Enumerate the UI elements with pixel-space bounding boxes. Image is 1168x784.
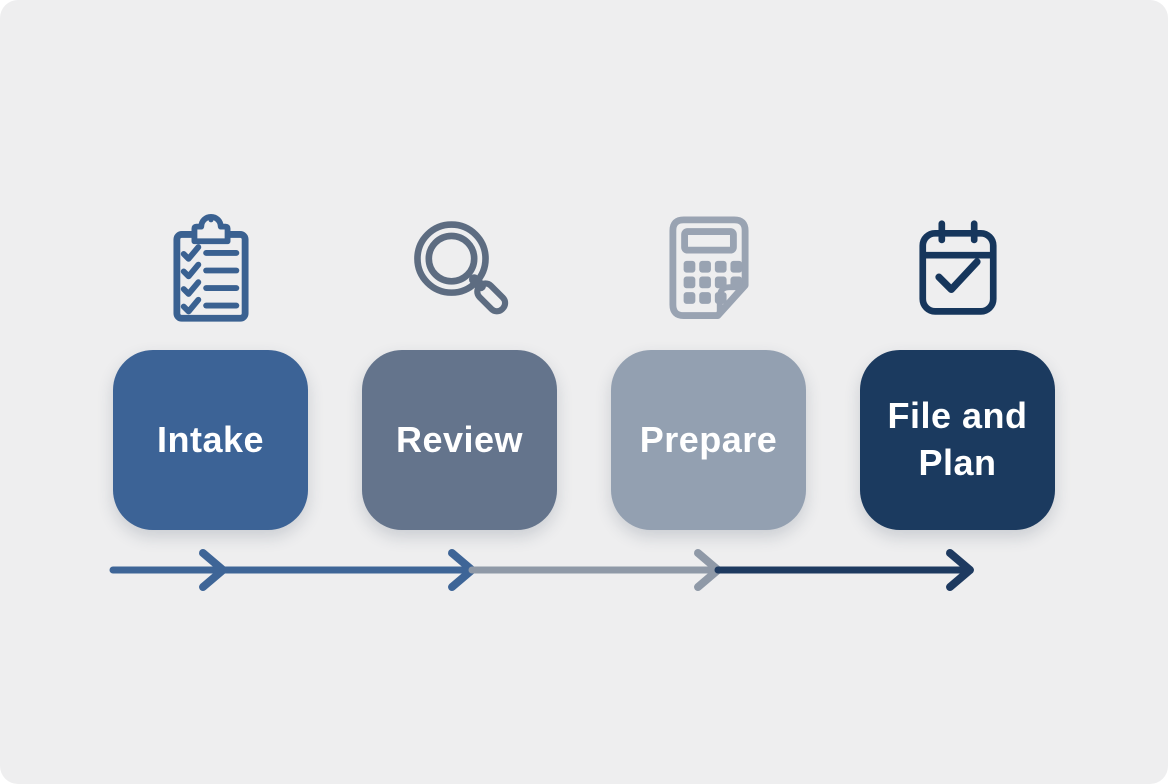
stage-box-review: Review [362, 350, 557, 530]
stage-intake: Intake [113, 210, 308, 530]
arrow-segment-2 [219, 549, 476, 591]
stage-file-and-plan: File and Plan [860, 210, 1055, 530]
arrow-segment-1 [109, 549, 227, 591]
stage-label-file-and-plan: File and Plan [887, 395, 1028, 483]
stage-label-prepare: Prepare [639, 418, 778, 460]
magnifying-glass-icon [362, 210, 557, 325]
stage-box-intake: Intake [113, 350, 308, 530]
stage-box-prepare: Prepare [611, 350, 806, 530]
arrowhead-4-icon [946, 549, 974, 591]
arrow-segment-4 [714, 549, 974, 591]
calculator-icon [611, 210, 806, 325]
process-flow-arrow [109, 549, 974, 591]
arrow-segment-3 [468, 549, 722, 591]
stage-label-review: Review [395, 418, 524, 460]
stage-prepare: Prepare [611, 210, 806, 530]
stage-label-intake: Intake [156, 418, 265, 460]
calendar-check-icon [860, 210, 1055, 325]
stage-review: Review [362, 210, 557, 530]
checklist-clipboard-icon [113, 210, 308, 325]
stage-box-file-and-plan: File and Plan [860, 350, 1055, 530]
